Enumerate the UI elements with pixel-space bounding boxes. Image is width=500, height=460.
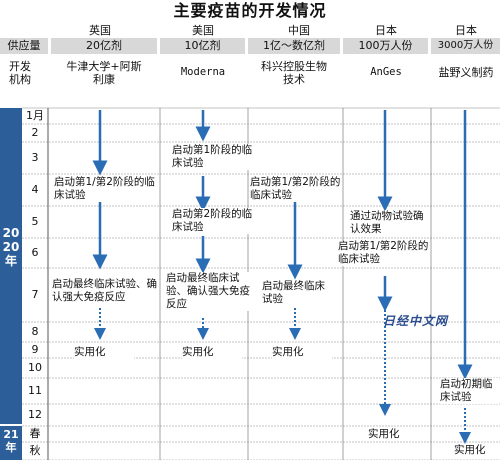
- supply-label: 供应量: [0, 38, 48, 54]
- milestone-label: 通过动物试验确认效果: [350, 210, 430, 236]
- row-label: 9: [31, 343, 39, 356]
- col-country-4: 日本: [455, 24, 477, 37]
- col-supply-0: 20亿剂: [51, 38, 157, 54]
- milestone-label: 启动第1阶段的临床试验: [172, 144, 258, 170]
- col-country-2: 中国: [288, 24, 310, 37]
- milestone-label: 启动第1/第2阶段的临床试验: [250, 176, 342, 202]
- col-developer-4: 盐野义制药: [438, 66, 494, 79]
- milestone-label: 启动最终临床试验、确认强大免疫反应: [52, 278, 158, 304]
- col-developer-3: AnGes: [370, 66, 402, 78]
- developer-label: 开发机构: [9, 60, 31, 86]
- col-country-0: 英国: [89, 24, 111, 37]
- milestone-label: 实用化: [272, 346, 332, 359]
- milestone-label: 启动最终临床试验、确认强大免疫反应: [166, 272, 250, 311]
- row-label: 2: [31, 126, 39, 139]
- milestone-label: 实用化: [368, 428, 424, 441]
- row-label: 12: [28, 408, 42, 421]
- milestone-label: 实用化: [74, 346, 134, 359]
- col-supply-2: 1亿～数亿剂: [248, 38, 340, 54]
- row-label: 秋: [29, 444, 41, 457]
- col-developer-1: Moderna: [180, 66, 226, 78]
- watermark-logo: 日经中文网: [383, 314, 449, 328]
- col-supply-4: 3000万人份: [431, 38, 500, 54]
- row-label: 4: [31, 183, 39, 196]
- col-country-3: 日本: [375, 24, 397, 37]
- row-label: 11: [28, 384, 42, 397]
- row-label: 5: [31, 215, 39, 228]
- row-label: 8: [31, 325, 39, 338]
- row-label: 3: [31, 151, 39, 164]
- col-supply-1: 10亿剂: [160, 38, 245, 54]
- milestone-label: 启动初期临床试验: [440, 378, 498, 404]
- row-label: 春: [29, 427, 41, 440]
- milestone-label: 启动第1/第2阶段的临床试验: [338, 240, 430, 266]
- milestone-label: 启动第1/第2阶段的临床试验: [54, 176, 158, 202]
- row-label: 10: [28, 361, 42, 374]
- col-developer-2: 科兴控股生物技术: [261, 60, 327, 86]
- milestone-label: 启动第2阶段的临床试验: [172, 208, 258, 234]
- milestone-label: 实用化: [454, 444, 500, 457]
- row-label: 1月: [26, 109, 44, 122]
- milestone-label: 实用化: [182, 346, 242, 359]
- year-bar-21: 21年: [0, 426, 22, 460]
- year-bar-2020: 2020年: [0, 108, 22, 424]
- page-title: 主要疫苗的开发情况: [173, 1, 327, 20]
- year-21-label: 21年: [3, 428, 19, 454]
- col-country-1: 美国: [192, 24, 214, 37]
- year-2020-label: 2020年: [2, 226, 20, 268]
- row-label: 6: [31, 246, 39, 259]
- col-developer-0: 牛津大学+阿斯利康: [66, 60, 142, 86]
- milestone-label: 启动最终临床试验: [262, 280, 326, 306]
- col-supply-3: 100万人份: [343, 38, 428, 54]
- row-label: 7: [31, 288, 39, 301]
